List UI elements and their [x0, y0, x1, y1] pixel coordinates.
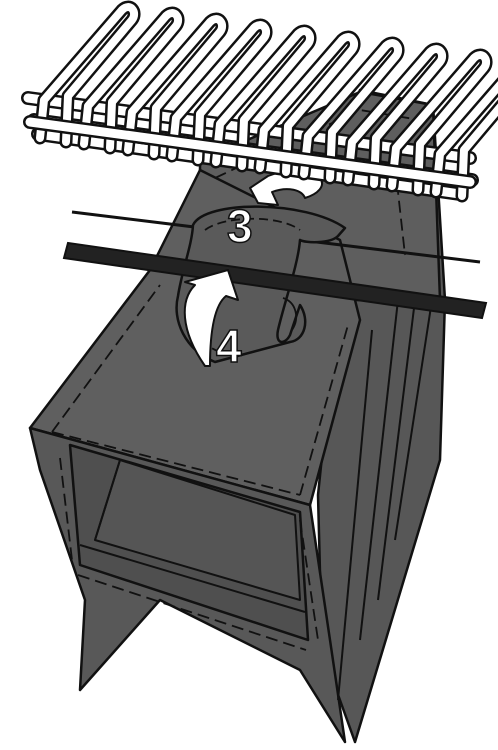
step-3-label: 3 [227, 200, 253, 252]
wire-rack [28, 7, 498, 196]
step-4-label: 4 [216, 320, 242, 372]
